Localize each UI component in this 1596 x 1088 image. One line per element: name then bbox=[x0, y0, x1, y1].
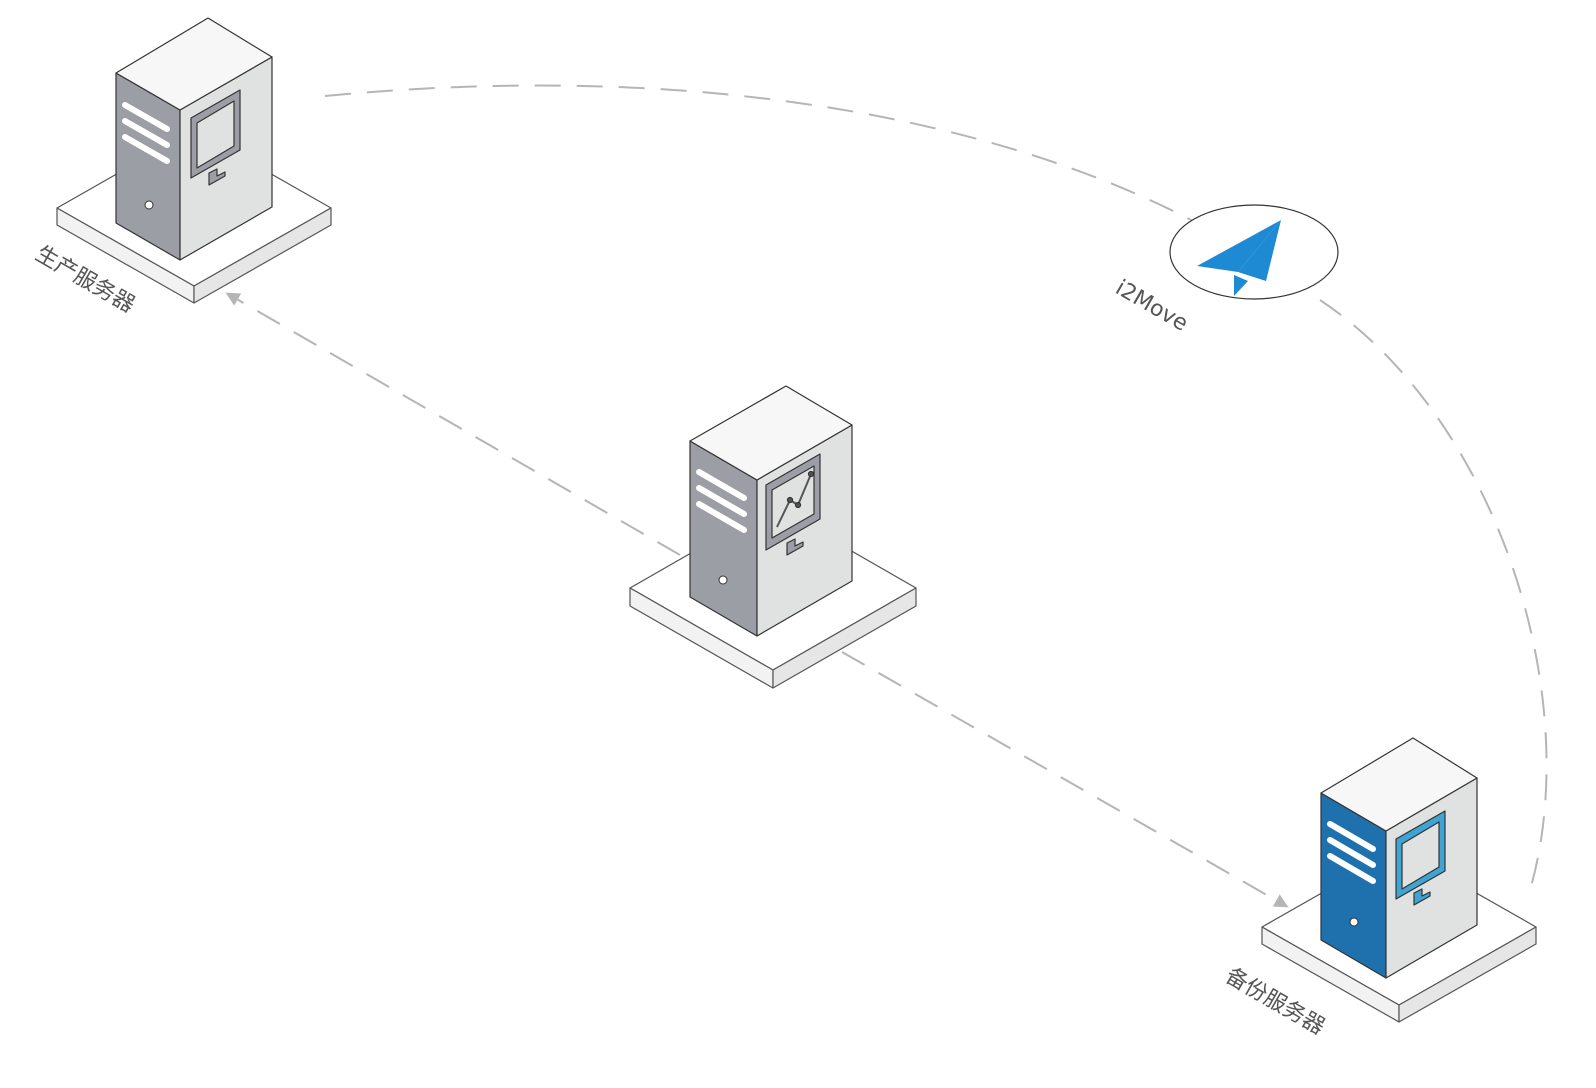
production-server: 生产服务器 bbox=[31, 17, 332, 318]
trend-line bbox=[776, 473, 812, 528]
monitor-icon bbox=[1395, 810, 1446, 906]
monitor-to-backup-arrow bbox=[841, 651, 1289, 908]
backup-server-label: 备份服务器 bbox=[1221, 964, 1329, 1041]
i2move-to-production-line bbox=[324, 84, 1196, 223]
i2move-node: i2Move bbox=[1111, 204, 1339, 337]
i2move-label: i2Move bbox=[1111, 276, 1192, 337]
connection-lines bbox=[225, 84, 1548, 908]
power-button bbox=[718, 575, 728, 585]
monitor-server bbox=[629, 385, 917, 689]
vent-lines bbox=[1327, 821, 1376, 884]
monitor-to-production-arrow bbox=[225, 292, 681, 556]
analytics-monitor-icon bbox=[765, 453, 821, 556]
power-button bbox=[144, 200, 154, 210]
paper-plane-icon bbox=[1197, 220, 1281, 296]
vent-lines bbox=[696, 469, 747, 533]
vent-lines bbox=[122, 102, 170, 164]
i2move-to-backup-line bbox=[1319, 299, 1548, 891]
monitor-icon bbox=[190, 89, 241, 186]
backup-server: 备份服务器 bbox=[1221, 737, 1537, 1041]
power-button bbox=[1349, 917, 1359, 927]
